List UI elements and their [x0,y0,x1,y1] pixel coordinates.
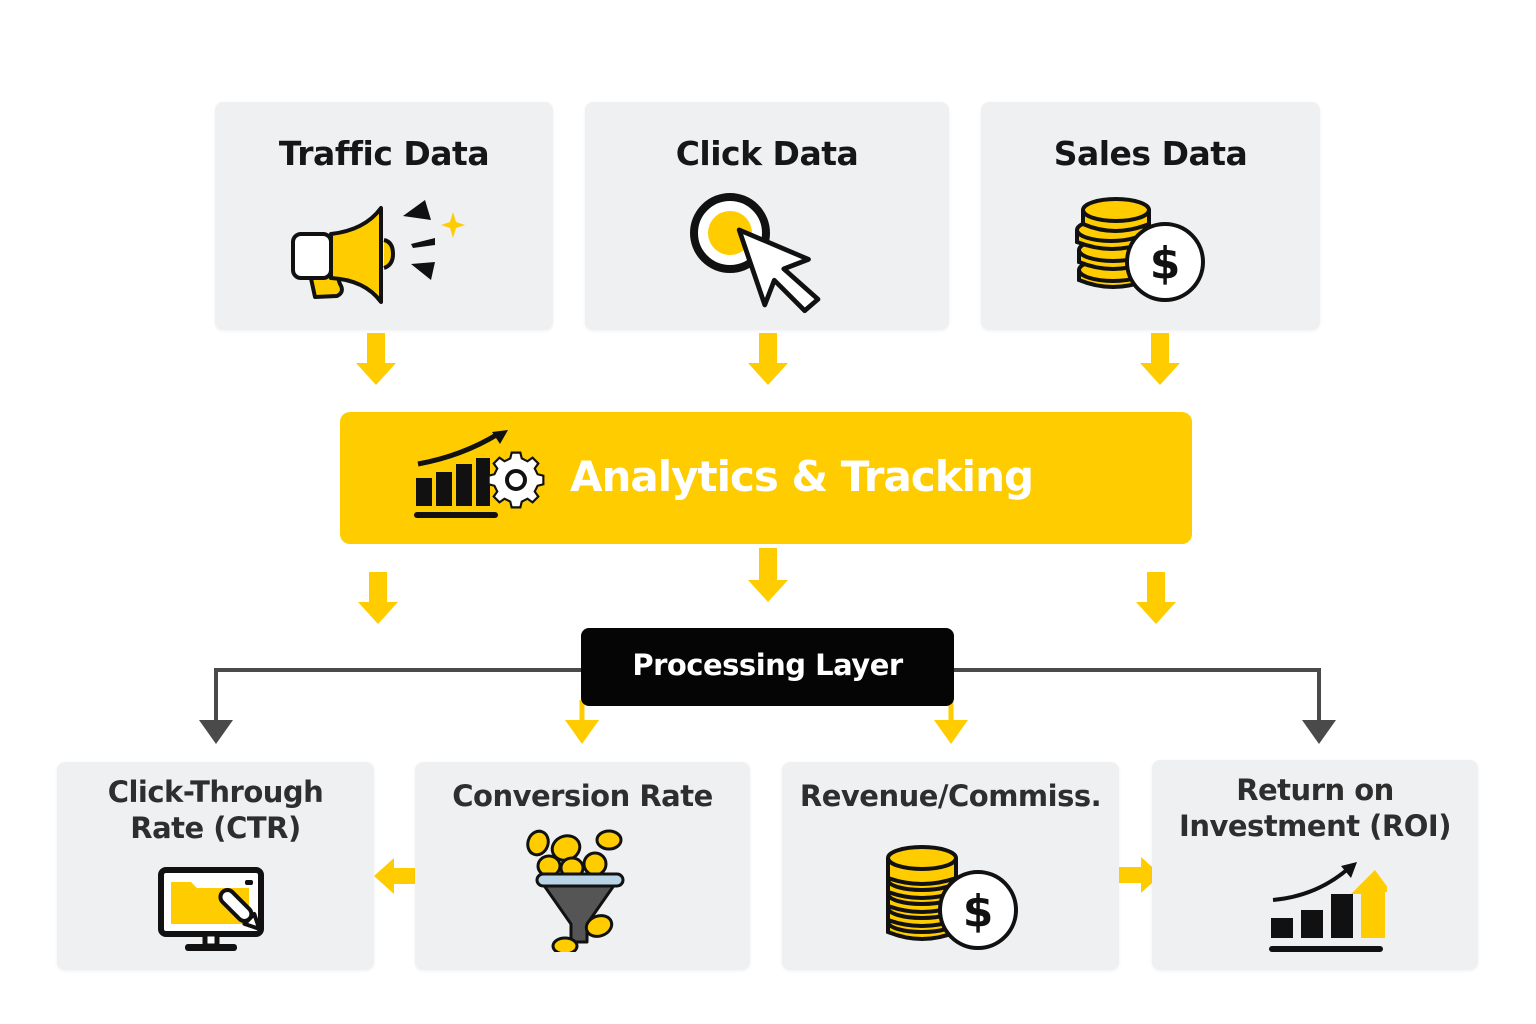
arrow-down-icon [1136,572,1176,624]
source-card-sales: Sales Data $ [981,102,1320,330]
card-title: Conversion Rate [415,778,750,814]
card-title-line: Revenue/Commiss. [799,779,1102,813]
analytics-tracking-banner: Analytics & Tracking [340,412,1192,544]
connector-line-left [214,668,585,722]
source-card-traffic: Traffic Data [215,102,553,330]
card-title-line: Investment (ROI) [1179,809,1451,843]
monitor-pen-icon [158,867,264,951]
metric-card-ctr: Click-Through Rate (CTR) [57,762,374,970]
card-title: Click Data [675,134,859,173]
metric-card-revenue: Revenue/Commiss. $ [782,762,1119,970]
coins-dollar-icon: $ [1075,197,1205,302]
arrow-down-gray-icon [199,720,233,744]
arrow-down-icon [1140,333,1180,385]
card-title: Return on Investment (ROI) [1152,772,1478,844]
arrow-right-icon [1119,857,1161,893]
connector-line-right [950,668,1321,722]
arrow-down-gray-icon [1302,720,1336,744]
analytics-title: Analytics & Tracking [570,452,1034,501]
card-title-line: Return on [1236,773,1394,807]
arrow-down-icon [358,572,398,624]
arrow-left-icon [374,858,416,894]
card-title: Click-Through Rate (CTR) [57,774,374,846]
source-card-click: Click Data [585,102,949,330]
chart-gear-icon [414,430,545,518]
metric-card-roi: Return on Investment (ROI) [1152,760,1478,970]
megaphone-icon [291,200,465,304]
coin-funnel-icon [526,829,625,952]
arrow-down-yellow-icon [565,720,599,744]
cursor-click-icon [690,193,821,314]
svg-text:$: $ [1150,238,1181,289]
processing-title: Processing Layer [632,648,903,682]
card-title: Revenue/Commiss. [782,778,1119,814]
svg-text:$: $ [963,886,994,937]
growth-chart-icon [1269,862,1387,952]
card-title-line: Conversion Rate [452,779,713,813]
processing-layer-box: Processing Layer [581,628,954,706]
card-title: Traffic Data [278,134,490,173]
arrow-down-yellow-icon [934,720,968,744]
coins-dollar-icon: $ [886,845,1018,950]
card-title: Sales Data [1053,134,1248,173]
arrow-down-icon [748,548,788,602]
arrow-down-icon [748,333,788,385]
card-title-line: Rate (CTR) [130,811,301,845]
card-title-line: Click-Through [107,775,324,809]
metric-card-conversion: Conversion Rate [415,762,750,970]
arrow-down-icon [356,333,396,385]
